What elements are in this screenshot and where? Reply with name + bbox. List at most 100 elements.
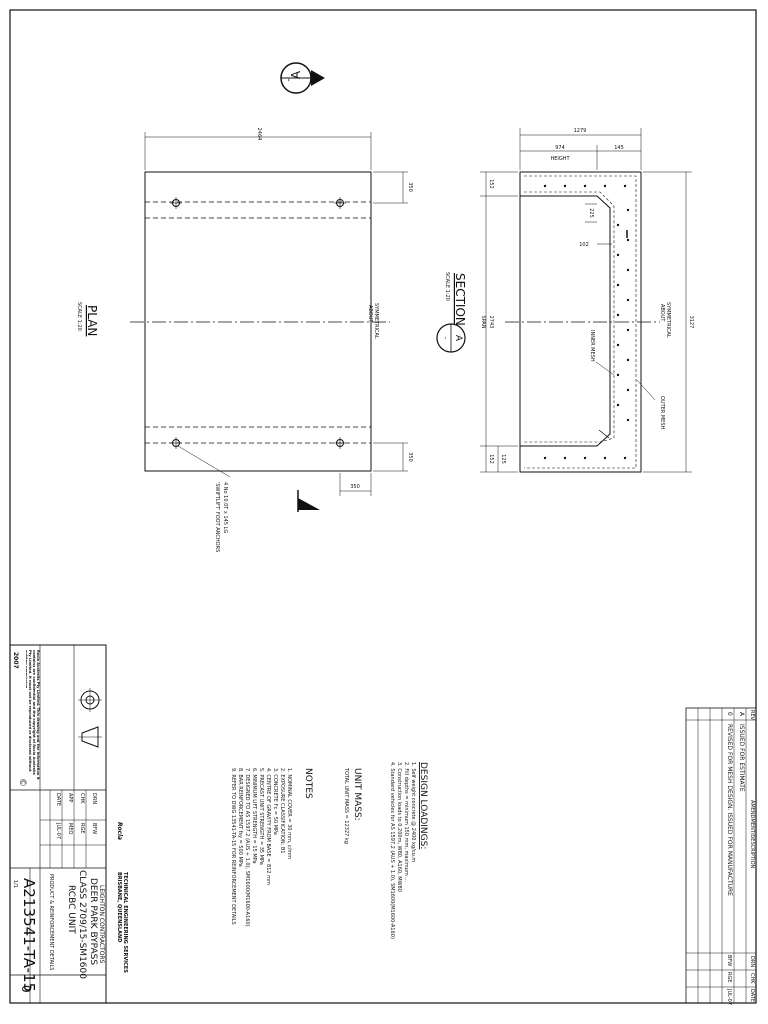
rev-date-header: DATE [749,989,755,1002]
plan-dim-top: 350 [407,182,413,192]
copyright-symbol: © [17,778,27,787]
rev-drn-header: DRN [749,956,755,967]
section-dim-haunch: 225 [588,208,594,218]
design-loadings: DESIGN LOADINGS: 1. Self weight concrete… [389,762,428,939]
drawn-label: DRN [91,793,97,804]
note-item: 8. BAR REINFORCEMENT fsy = 500 MPa [237,768,243,867]
notes: NOTES 1. NOMINAL COVER = 30 mm, c/mm 2. … [230,768,313,927]
section-marker-letter: A [289,70,303,79]
plan-title: PLAN [85,305,99,336]
checked-label: CHK [79,793,85,804]
section-dim-slab: 145 [614,145,624,151]
note-item: 4. CENTRE OF GRAVITY FROM BASE = 812 mm [265,768,271,885]
note-item: 9. REFER TO DWG 13541-TA-15 FOR REINFORC… [230,768,236,925]
section-outer-mesh-label: OUTER MESH [659,396,665,430]
drawing-subtitle: PRODUCT & REINFORCEMENT DETAILS [48,874,54,970]
plan-dim-length: 2464 [256,128,262,141]
rev-row-rev: 0 [726,712,733,716]
rev-row-desc: REVISED FOR MESH DESIGN. ISSUED FOR MANU… [726,724,733,896]
rev-row-rev: A [738,712,745,717]
drawing-title-1: CLASS 2709/15-SM1600 [77,870,87,979]
note-item: 3. CONCRETE f'c = 50 MPa [272,768,278,835]
client-name: LEIGHTON CONTRACTORS [98,885,105,964]
design-loading-item: 1. Self weight concrete @ 2400 kg/cu.m [410,762,416,862]
company-dept-2: BRISBANE, QUEENSLAND [116,872,122,942]
approved-label: APP [67,793,73,802]
note-item: 1. NOMINAL COVER = 30 mm, c/mm [286,768,292,859]
section-dim-span-label: SPAN [480,315,486,328]
section-dim-right-extra: 125 [500,454,506,464]
section-axis-label-1: SYMMETRICAL [665,302,671,338]
section-dim-wall-top: 152 [488,179,494,189]
rev-row-desc: ISSUED FOR ESTIMATE [738,724,745,792]
section-dim-height-label: HEIGHT [550,156,570,162]
section-dim-span: 2743 [488,316,494,329]
title-block: 2007 © Rocla Australia Pty Limited. This… [9,644,128,1004]
unit-mass-value: TOTAL UNIT MASS = 12327 kg [343,767,349,844]
design-loading-item: 3. Construction loads to 0.200m, W80, A1… [396,762,402,892]
drawn-value: BFW [91,823,97,834]
rebar-dots [543,184,630,460]
revision-table: REV AMENDMENT/DESCRIPTION DRN CHK DATE A… [685,707,757,1005]
section-view: 1279 974 HEIGHT 145 152 152 125 2743 SPA… [436,128,694,473]
lifting-anchor [170,197,182,209]
sheet-size: A2 [20,878,38,898]
rev-row-drn: BFW [726,955,732,966]
copyright-text: Rocla Australia Pty Limited. This drawin… [26,650,40,780]
section-axis-label-2: ABOUT [659,304,665,322]
design-loading-item: 2. Fill depths = minimum 150 mm, maximum… [403,762,409,882]
section-dim-wall-bottom: 152 [488,454,494,464]
section-scale: SCALE 1:20 [444,272,450,301]
note-item: 5. PRECAST UNIT STRENGTH = 35 MPa [258,768,264,865]
plan-dim-bottom: 350 [407,452,413,462]
note-item: 2. EXPOSURE CLASSIFICATION: B1 [279,768,285,854]
section-dim-102: 102 [579,242,589,248]
drawing-title-2: RCBC UNIT [66,885,76,934]
third-angle-projection-icon [78,688,102,748]
unit-mass-title: UNIT MASS: [352,768,362,821]
rev-chk-header: CHK [749,973,755,984]
section-dim-overall-width: 3127 [688,316,694,329]
checked-value: RGE [79,823,85,834]
note-item: 6. MINIMUM LIFT STRENGTH = 15 MPa [251,768,257,864]
section-marker-sub: - [284,78,294,81]
plan-view: 2464 350 350 350 SYMMETRICAL ABOUT 4 No … [76,128,413,553]
section-marker-letter-2: A [453,335,463,342]
notes-title: NOTES [303,768,313,799]
section-cut-marker: A - [280,62,325,94]
rev-row-date: JUL-07 [726,988,732,1005]
rev-col-header: REV [749,710,755,721]
drawing-revision: 0 [19,985,33,993]
approved-value: MEO [67,823,73,834]
plan-scale: SCALE 1:20 [76,302,82,331]
design-loading-item: 4. Standard vehicles for AS 1597.2 (AUS … [389,762,395,939]
plan-anchor-note-2: 'SWIFTLIFT' FOOT ANCHORS [214,482,220,552]
section-dim-height: 974 [555,145,565,151]
copyright-year: 2007 [12,652,19,669]
date-label: DATE [55,793,61,806]
sheet-border [9,9,757,1004]
company-logo: Rocla [116,822,123,840]
plan-dim-bottom-horiz: 350 [350,484,360,490]
plan-axis-label-2: ABOUT [367,305,373,323]
drawing-number: 13541-TA-15 [20,898,38,992]
project-name: DEER PARK BYPASS [88,878,98,965]
section-marker-sub-2: - [442,337,449,339]
lifting-anchor [334,197,346,209]
section-dim-overall-height: 1279 [574,128,587,134]
plan-axis-label-1: SYMMETRICAL [373,303,379,339]
sheet-number: 1/1 [12,880,18,888]
direction-arrow-marker [297,490,320,512]
section-inner-mesh-label: INNER MESH [589,330,595,362]
rev-row-chk: RGE [726,972,732,983]
lifting-anchor [170,437,182,449]
section-title: SECTION [453,273,467,326]
note-item: 7. DESIGNED TO AS 1597.2 (AUS + 1.0), SM… [244,768,250,927]
rev-desc-header: AMENDMENT/DESCRIPTION [749,800,755,869]
plan-outline [144,171,372,472]
design-loadings-title: DESIGN LOADINGS: [418,762,428,849]
unit-mass: UNIT MASS: TOTAL UNIT MASS = 12327 kg [343,767,362,844]
lifting-anchor [334,437,346,449]
company-dept-1: TECHNICAL ENGINEERING SERVICES [122,872,128,973]
